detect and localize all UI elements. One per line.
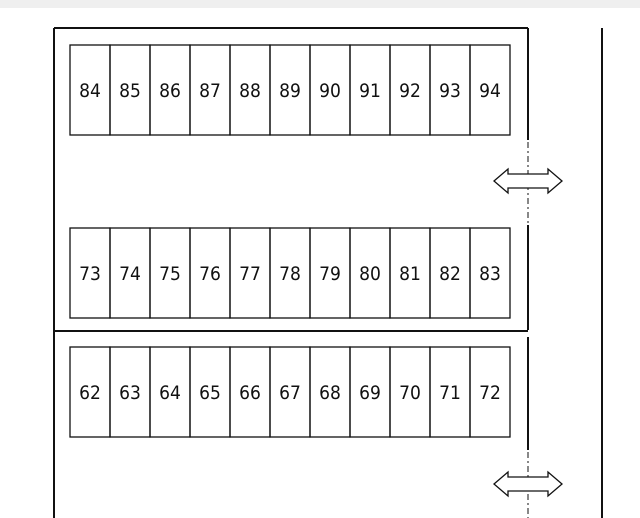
stall-number: 77 [239,263,261,285]
stall-number: 66 [239,382,261,404]
parking-stall: 77 [229,227,271,319]
parking-stall: 66 [229,346,271,438]
top-band [0,0,640,8]
parking-stall: 75 [149,227,191,319]
stall-number: 68 [319,382,341,404]
parking-stall: 85 [109,44,151,136]
stall-box [469,227,511,319]
parking-stall: 86 [149,44,191,136]
stall-number: 67 [279,382,301,404]
parking-stall: 62 [69,346,111,438]
stall-number: 88 [239,80,261,102]
entrance-arrows [493,167,563,498]
parking-stall: 79 [309,227,351,319]
parking-stall: 82 [429,227,471,319]
parking-stall: 80 [349,227,391,319]
row-middle: 73 74 75 76 77 78 79 80 81 82 83 [69,227,511,319]
stall-number: 72 [479,382,501,404]
stall-number: 84 [79,80,101,102]
parking-stall: 87 [189,44,231,136]
stall-number: 87 [199,80,221,102]
stall-number: 70 [399,382,421,404]
parking-stall: 83 [469,227,511,319]
stall-number: 91 [359,80,381,102]
parking-stall: 70 [389,346,431,438]
stall-number: 75 [159,263,181,285]
parking-stall: 65 [189,346,231,438]
stall-number: 92 [399,80,421,102]
parking-stall: 71 [429,346,471,438]
stall-box [469,44,511,136]
stall-number: 69 [359,382,381,404]
parking-stall: 72 [469,346,511,438]
stall-number: 79 [319,263,341,285]
stall-number: 62 [79,382,101,404]
stall-number: 64 [159,382,181,404]
stall-rows: 84 85 86 87 88 89 90 91 92 93 94 73 74 75 76 77 78 79 80 81… [69,44,511,438]
parking-stall: 74 [109,227,151,319]
stall-number: 82 [439,263,461,285]
stall-number: 76 [199,263,221,285]
parking-stall: 67 [269,346,311,438]
parking-stall: 68 [309,346,351,438]
parking-stall: 92 [389,44,431,136]
stall-number: 89 [279,80,301,102]
parking-stall: 69 [349,346,391,438]
stall-number: 65 [199,382,221,404]
stall-number: 94 [479,80,501,102]
stall-number: 90 [319,80,341,102]
parking-stall: 89 [269,44,311,136]
parking-stall: 76 [189,227,231,319]
parking-stall: 88 [229,44,271,136]
double-arrow-icon [493,470,563,498]
stall-number: 63 [119,382,141,404]
stall-number: 86 [159,80,181,102]
stall-number: 83 [479,263,501,285]
stall-number: 80 [359,263,381,285]
lot-outline [53,27,603,518]
row-top: 84 85 86 87 88 89 90 91 92 93 94 [69,44,511,136]
stall-number: 74 [119,263,141,285]
stall-number: 81 [399,263,421,285]
stall-number: 93 [439,80,461,102]
parking-stall: 91 [349,44,391,136]
double-arrow-icon [493,167,563,195]
parking-stall: 73 [69,227,111,319]
stall-number: 71 [439,382,461,404]
stall-number: 85 [119,80,141,102]
parking-stall: 90 [309,44,351,136]
parking-stall: 84 [69,44,111,136]
stall-box [469,346,511,438]
row-bottom: 62 63 64 65 66 67 68 69 70 71 72 [69,346,511,438]
parking-stall: 78 [269,227,311,319]
stall-number: 73 [79,263,101,285]
parking-stall: 93 [429,44,471,136]
parking-stall: 81 [389,227,431,319]
parking-stall: 63 [109,346,151,438]
parking-stall: 64 [149,346,191,438]
stall-number: 78 [279,263,301,285]
parking-stall: 94 [469,44,511,136]
